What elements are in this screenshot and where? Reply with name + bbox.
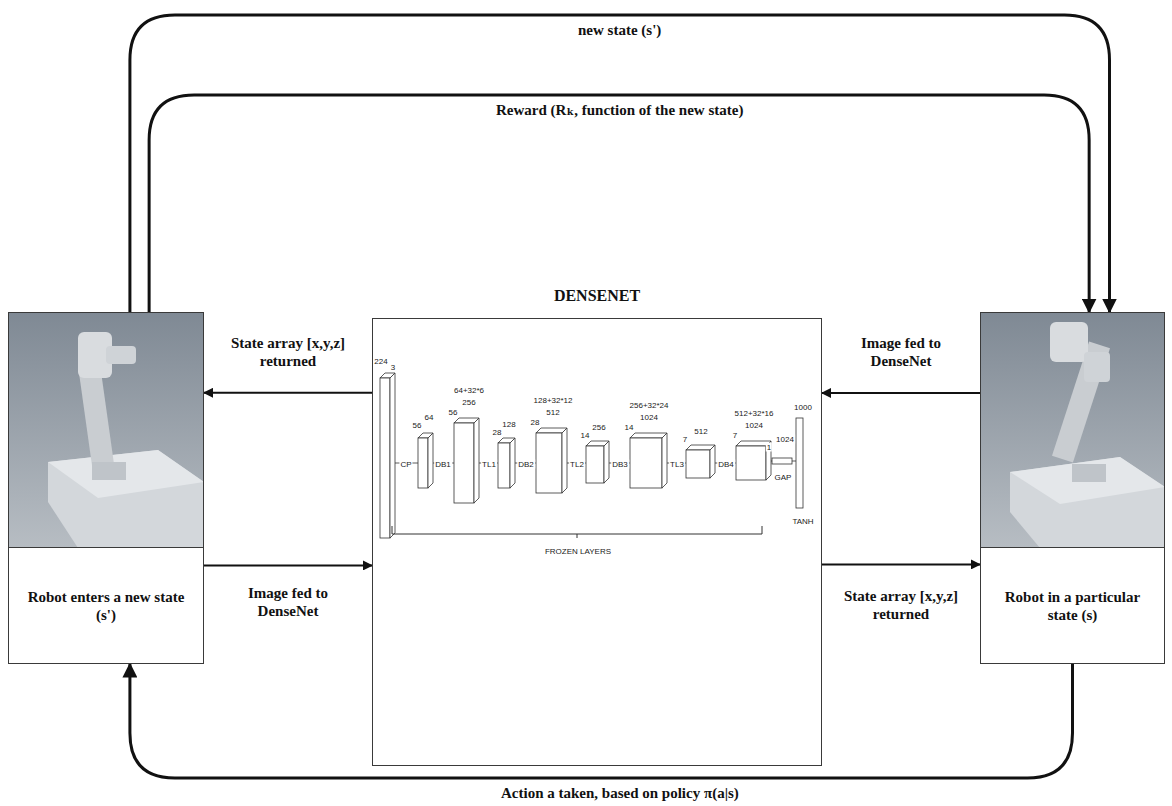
layer-label: 256 <box>461 398 476 407</box>
layer-label: 64+32*6 <box>453 386 485 395</box>
edge-label: Image fed to DenseNet <box>833 333 969 371</box>
flow-arrow <box>204 564 372 566</box>
flow-arrow <box>822 392 980 394</box>
layer-label: 256 <box>591 423 606 432</box>
layer-label: 64 <box>424 413 435 422</box>
layer-label: TL1 <box>481 460 497 469</box>
flow-arrow <box>149 95 1089 312</box>
network-box: DENSENET2243CP5664DB15625664+32*6TL12812… <box>372 318 822 766</box>
densenet-figure <box>372 318 822 766</box>
edge-label: Action a taken, based on policy π(a|s) <box>498 783 742 803</box>
layer-label: 7 <box>732 431 738 440</box>
layer-label: GAP <box>774 473 793 482</box>
layer-label: 1024 <box>744 421 764 430</box>
layer-label: 1024 <box>775 435 795 444</box>
layer-label: FROZEN LAYERS <box>544 547 612 556</box>
layer-label: 7 <box>682 435 688 444</box>
layer-label: 3 <box>390 363 396 372</box>
robot-state-box: Robot in a particular state (s) <box>980 312 1165 664</box>
layer-label: 28 <box>530 418 541 427</box>
layer-label: DB4 <box>717 460 735 469</box>
robot-render <box>980 312 1165 548</box>
layer-label: 1 <box>766 443 772 452</box>
network-title: DENSENET <box>373 287 821 305</box>
layer-label: TL2 <box>569 460 585 469</box>
edge-label: State array [x,y,z] returned <box>838 586 964 624</box>
layer-label: 256+32*24 <box>629 401 670 410</box>
layer-label: 128+32*12 <box>533 396 574 405</box>
layer-label: 56 <box>448 408 459 417</box>
layer-label: 14 <box>624 423 635 432</box>
edge-label: Reward (Rₖ, function of the new state) <box>493 100 746 120</box>
layer-label: TL3 <box>669 460 685 469</box>
flow-arrow <box>130 15 1110 312</box>
flow-arrow <box>822 563 980 565</box>
state-caption: Robot enters a new state (s') <box>19 588 193 624</box>
flow-arrow <box>130 664 1073 778</box>
layer-label: 512 <box>693 427 708 436</box>
layer-label: DB3 <box>611 460 629 469</box>
layer-label: 224 <box>373 357 388 366</box>
edge-label: new state (s') <box>575 20 664 40</box>
layer-label: 14 <box>580 431 591 440</box>
layer-label: 28 <box>492 428 503 437</box>
layer-label: 512 <box>545 408 560 417</box>
layer-label: CP <box>399 460 412 469</box>
layer-label: 1000 <box>793 403 813 412</box>
layer-label: 512+32*16 <box>734 409 775 418</box>
layer-label: DB1 <box>434 460 452 469</box>
robot-state-box: Robot enters a new state (s') <box>8 312 204 664</box>
flow-arrow <box>204 392 372 394</box>
caption-panel: Robot in a particular state (s) <box>981 547 1164 663</box>
layer-label: 1024 <box>639 413 659 422</box>
layer-label: 56 <box>412 421 423 430</box>
layer-label: TANH <box>791 517 814 526</box>
state-caption: Robot in a particular state (s) <box>991 588 1154 624</box>
caption-panel: Robot enters a new state (s') <box>9 547 203 663</box>
edge-label: Image fed to DenseNet <box>220 583 356 621</box>
robot-render <box>8 312 204 548</box>
edge-label: State array [x,y,z] returned <box>225 333 351 371</box>
layer-label: 128 <box>501 420 516 429</box>
layer-label: DB2 <box>517 460 535 469</box>
